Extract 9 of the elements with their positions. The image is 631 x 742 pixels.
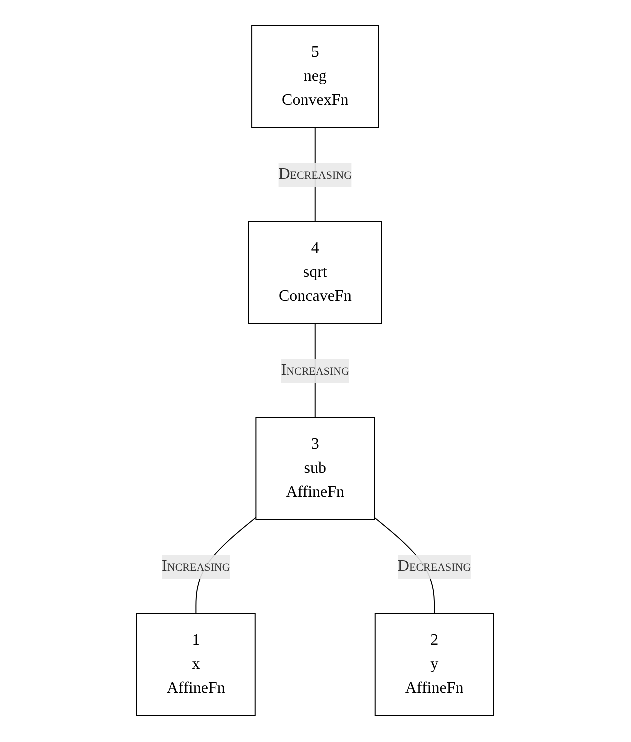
- edge-label: Decreasing: [398, 558, 472, 575]
- node-box: 2 y AffineFn: [375, 614, 494, 716]
- edge-label: Increasing: [281, 362, 350, 379]
- node-box: 5 neg ConvexFn: [252, 26, 380, 128]
- node-box: 4 sqrt ConcaveFn: [248, 222, 382, 324]
- node-box: 3 sub AffineFn: [256, 418, 376, 520]
- edge-label: Decreasing: [278, 166, 352, 183]
- edge-label: Increasing: [162, 558, 230, 575]
- node-box: 1 x AffineFn: [136, 614, 256, 716]
